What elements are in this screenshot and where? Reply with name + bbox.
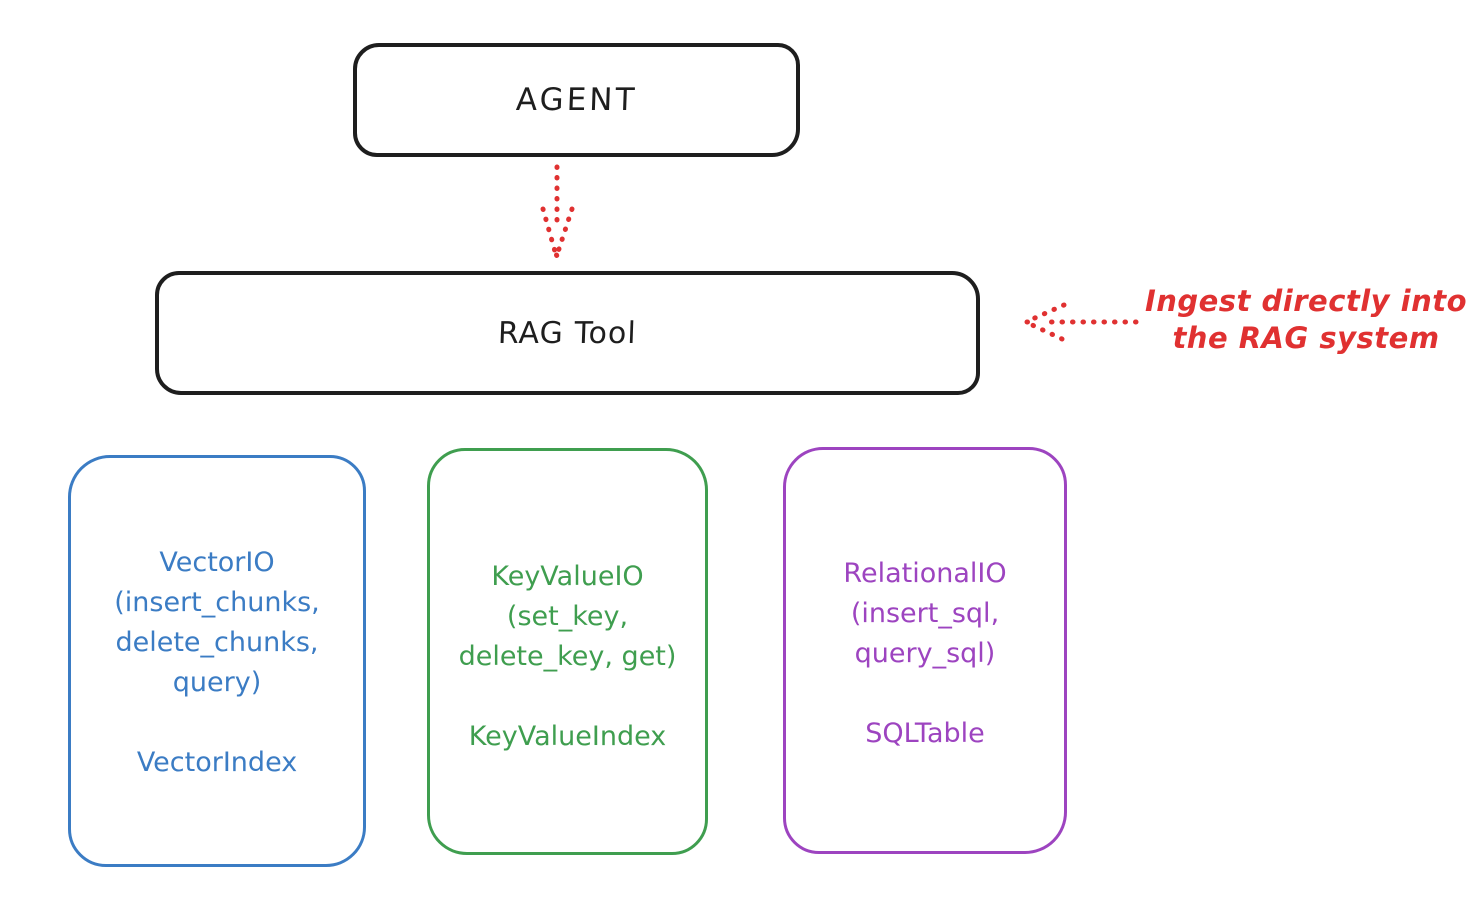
vector-io-text: VectorIO (insert_chunks, delete_chunks, … <box>71 458 363 783</box>
card-text-line: (insert_chunks, <box>114 587 320 618</box>
ingest-annotation: Ingest directly into the RAG system <box>1138 283 1474 357</box>
ingest-annotation-line1: Ingest directly into <box>1144 284 1468 318</box>
rag-tool-node: RAG Tool <box>155 271 980 395</box>
card-text-line: VectorIO <box>159 547 275 578</box>
card-text-line: RelationalIO <box>843 558 1007 589</box>
keyvalue-io-card: KeyValueIO (set_key, delete_key, get) Ke… <box>427 448 708 855</box>
card-text-line: delete_chunks, <box>115 627 319 658</box>
relational-io-text: RelationalIO (insert_sql, query_sql) SQL… <box>786 450 1064 754</box>
relational-io-card: RelationalIO (insert_sql, query_sql) SQL… <box>783 447 1067 854</box>
vector-index-label: VectorIndex <box>136 747 298 778</box>
rag-tool-node-label: RAG Tool <box>497 315 638 351</box>
card-text-line: query) <box>172 667 262 698</box>
card-text-line: (insert_sql, <box>850 598 1000 629</box>
agent-node-label: AGENT <box>515 82 638 118</box>
keyvalue-io-text: KeyValueIO (set_key, delete_key, get) Ke… <box>430 451 705 757</box>
ingest-annotation-line2: the RAG system <box>1172 321 1440 355</box>
card-text-line: delete_key, get) <box>458 641 677 672</box>
agent-to-ragtool-arrow-icon <box>540 164 575 259</box>
vector-io-card: VectorIO (insert_chunks, delete_chunks, … <box>68 455 366 867</box>
card-text-line: query_sql) <box>854 638 996 669</box>
card-text-line: (set_key, <box>506 601 629 632</box>
ingest-arrow-icon <box>1024 302 1139 342</box>
agent-node: AGENT <box>353 43 800 157</box>
card-text-line: KeyValueIO <box>491 561 644 592</box>
keyvalue-index-label: KeyValueIndex <box>468 721 667 752</box>
sql-table-label: SQLTable <box>865 718 985 749</box>
